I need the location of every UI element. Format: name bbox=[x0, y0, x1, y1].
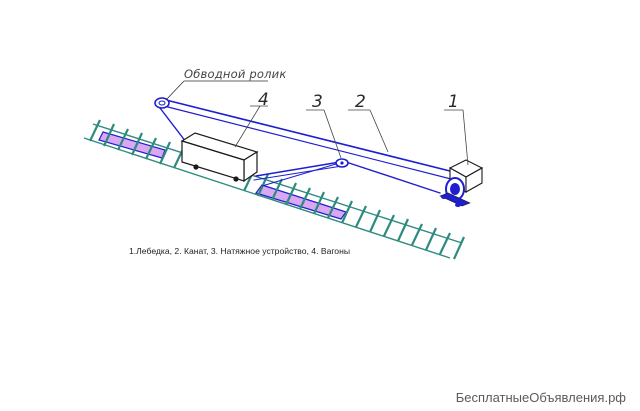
cable-upper bbox=[165, 99, 459, 174]
callout-4-wagons: 4 bbox=[258, 90, 269, 110]
rail-line-upper bbox=[92, 123, 463, 244]
rail-highlight-right bbox=[255, 184, 347, 220]
callout-2-cable: 2 bbox=[355, 92, 366, 112]
callout-1-winch: 1 bbox=[448, 92, 459, 112]
site-watermark: БесплатныеОбъявления.рф bbox=[455, 390, 626, 405]
wagon-box bbox=[180, 132, 259, 183]
cable-system bbox=[159, 99, 459, 194]
roller-label-leader bbox=[165, 80, 185, 101]
rail-sleepers bbox=[89, 119, 466, 260]
deflection-roller-label: Обводной ролик bbox=[184, 67, 287, 81]
callout-3-tensioner: 3 bbox=[312, 92, 323, 112]
diagram-caption: 1.Лебедка, 2. Канат, 3. Натяжное устройс… bbox=[129, 246, 351, 256]
deflection-roller bbox=[154, 80, 268, 109]
tensioner-device bbox=[335, 158, 349, 168]
cable-roller-to-wagon bbox=[159, 107, 187, 143]
winch bbox=[439, 159, 484, 207]
railway-track bbox=[83, 119, 466, 260]
cable-tensioner-to-winch bbox=[345, 161, 441, 194]
cable-wagon-to-tensioner bbox=[255, 161, 341, 177]
callout-leaders bbox=[234, 105, 469, 166]
rail-line-lower bbox=[83, 137, 451, 259]
